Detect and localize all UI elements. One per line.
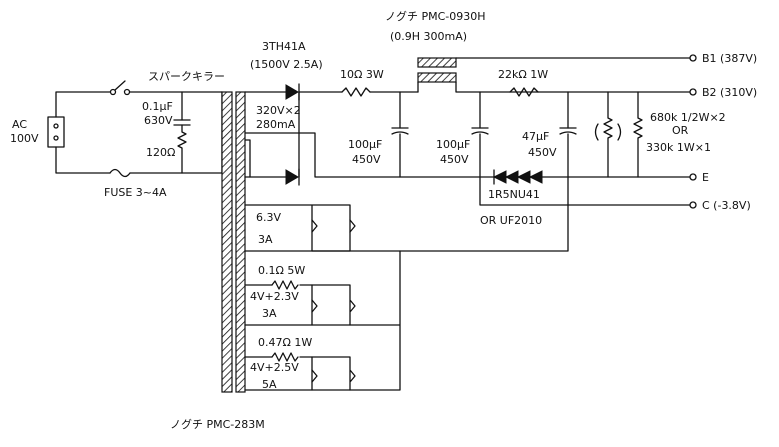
- series-resistor-10ohm: [341, 87, 371, 97]
- switch-contact-left: [109, 88, 117, 96]
- heater2-current: 3A: [262, 307, 277, 320]
- bias-line: [479, 176, 691, 206]
- heater2-res-label: 0.1Ω 5W: [258, 264, 305, 277]
- sk-res-value: 120Ω: [146, 146, 175, 159]
- b1-label: B1 (387V): [702, 52, 757, 65]
- bias-diode: [528, 170, 543, 184]
- heater3-voltage: 4V+2.5V: [250, 361, 299, 374]
- cap1-value: 100μF: [348, 138, 382, 151]
- diode-string-label: 1R5NU41: [488, 188, 540, 201]
- fuse: [109, 168, 131, 178]
- heater-windings: [244, 204, 401, 391]
- choke-title: ノグチ PMC-0930H: [385, 9, 486, 23]
- sk-cap-voltage: 630V: [144, 114, 173, 127]
- choke: [417, 57, 691, 93]
- heater1-current: 3A: [258, 233, 273, 246]
- b1b2-res-label: 22kΩ 1W: [498, 68, 548, 81]
- filter-section: [391, 87, 643, 178]
- bleeder-resistor-1: [603, 91, 613, 178]
- heater2-voltage: 4V+2.3V: [250, 290, 299, 303]
- terminal-e: [689, 173, 697, 181]
- heater-1: [244, 204, 351, 252]
- transformer-secondary-core: [235, 91, 246, 393]
- hv-winding-current: 280mA: [256, 118, 296, 131]
- ac-socket: [47, 116, 65, 148]
- bias-section: [244, 169, 691, 252]
- heater3-current: 5A: [262, 378, 277, 391]
- transformer-primary-core: [221, 91, 233, 393]
- heater-2-resistor: [271, 280, 299, 290]
- rectifier-diode-lower: [285, 169, 299, 185]
- spark-killer-resistor: [177, 124, 187, 174]
- power-switch: [114, 80, 126, 91]
- bleeder-resistor-2: [633, 91, 643, 178]
- cap3-value: 47μF: [522, 130, 549, 143]
- rectifier-diode-upper: [285, 84, 299, 100]
- cap2-voltage: 450V: [440, 153, 469, 166]
- heater1-voltage: 6.3V: [256, 211, 281, 224]
- choke-core-bottom: [417, 72, 457, 83]
- power-transformer-label: ノグチ PMC-283M: [170, 417, 265, 431]
- switch-contact-right: [123, 88, 131, 96]
- resistor-22k: [509, 87, 539, 97]
- choke-core-top: [417, 57, 457, 68]
- choke-spec: (0.9H 300mA): [390, 30, 467, 43]
- sk-cap-value: 0.1μF: [142, 100, 173, 113]
- power-transformer: [221, 91, 246, 393]
- terminal-b1: [689, 54, 697, 62]
- series-res-label: 10Ω 3W: [340, 68, 384, 81]
- b2-label: B2 (310V): [702, 86, 757, 99]
- rectifier-part: 3TH41A: [262, 40, 306, 53]
- terminal-b2: [689, 88, 697, 96]
- ac-label: AC: [12, 118, 27, 131]
- bleeder-or: OR: [672, 124, 689, 137]
- e-label: E: [702, 171, 709, 184]
- bleeder-label-2: 330k 1W×1: [646, 141, 711, 154]
- heater3-res-label: 0.47Ω 1W: [258, 336, 312, 349]
- c-label: C (-3.8V): [702, 199, 751, 212]
- diode-alt-label: OR UF2010: [480, 214, 542, 227]
- spark-killer-label: スパークキラー: [148, 70, 225, 83]
- hv-winding-voltage: 320V×2: [256, 104, 301, 117]
- heater-2: [244, 284, 313, 326]
- fuse-label: FUSE 3~4A: [104, 186, 167, 199]
- ac-voltage: 100V: [10, 132, 39, 145]
- cap3-voltage: 450V: [528, 146, 557, 159]
- cap1-voltage: 450V: [352, 153, 381, 166]
- terminals: [689, 54, 697, 209]
- heater-3: [244, 356, 313, 391]
- terminal-c: [689, 201, 697, 209]
- cap2-value: 100μF: [436, 138, 470, 151]
- rectifier-rating: (1500V 2.5A): [250, 58, 323, 71]
- bleeder-label-1: 680k 1/2W×2: [650, 111, 726, 124]
- heater-3-resistor: [271, 352, 299, 362]
- hv-rectifier-section: [244, 83, 691, 186]
- ac-input-section: [47, 80, 223, 178]
